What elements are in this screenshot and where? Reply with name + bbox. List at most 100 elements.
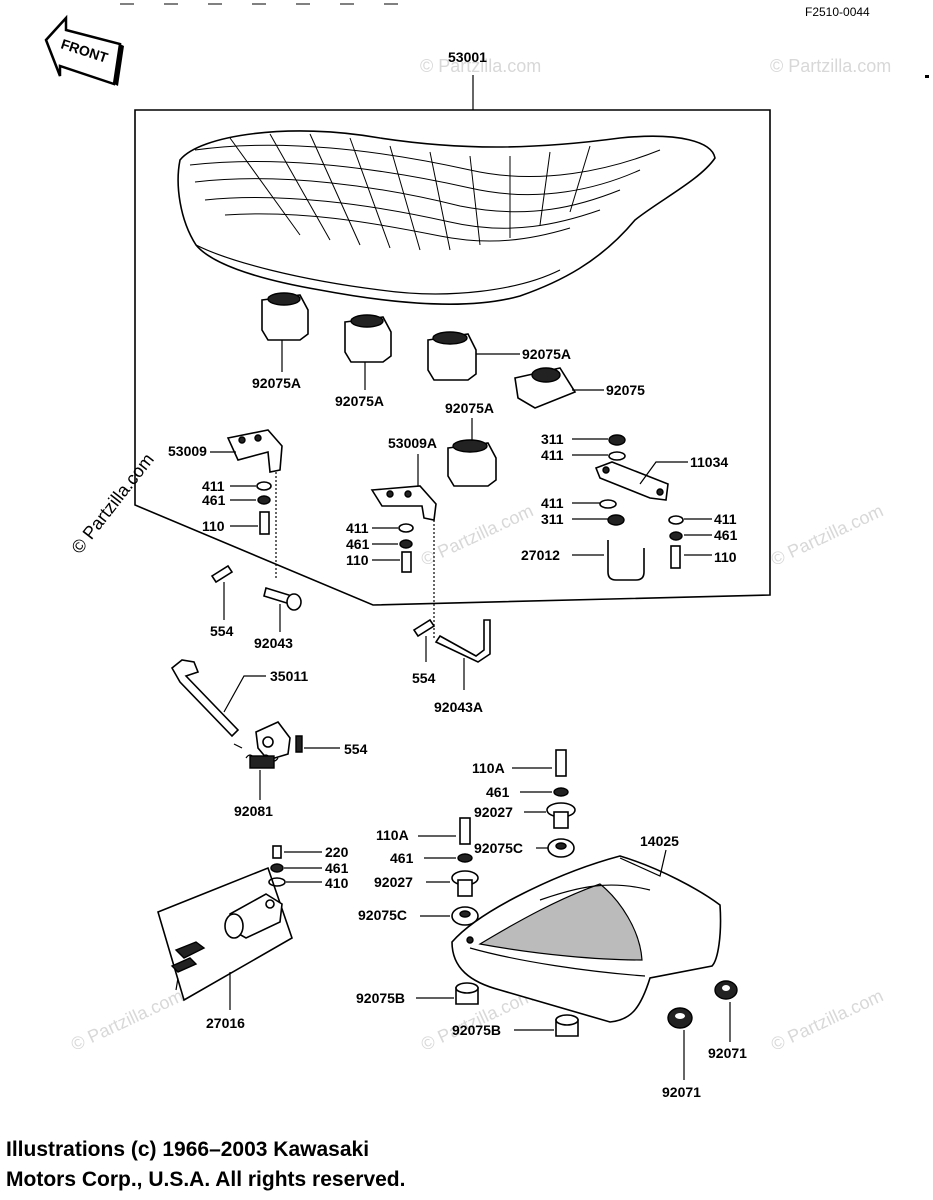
callout-14025: 14025 <box>640 833 679 849</box>
callout-554: 554 <box>344 741 368 757</box>
callout-461: 461 <box>714 527 738 543</box>
lock-washer-461 <box>669 531 683 541</box>
key-lock-frame <box>157 866 293 1002</box>
cap-92071 <box>667 1007 693 1029</box>
washer-411 <box>398 523 414 533</box>
nut-311 <box>608 434 626 446</box>
watermark-text: © Partzilla.com <box>420 56 541 76</box>
leader-line <box>639 461 688 485</box>
callout-410: 410 <box>325 875 349 891</box>
callout-92075A: 92075A <box>252 375 301 391</box>
u-bolt-27012 <box>607 540 645 581</box>
bolt-110 <box>401 551 412 573</box>
bracket-11034 <box>594 461 669 501</box>
damper-92075A <box>261 292 309 341</box>
callout-110: 110 <box>202 518 225 534</box>
washer-411 <box>599 499 617 509</box>
callout-92075A: 92075A <box>335 393 384 409</box>
callout-92075C: 92075C <box>358 907 407 923</box>
copyright-line: Motors Corp., U.S.A. All rights reserved… <box>6 1168 406 1191</box>
bolt-110A <box>459 817 471 845</box>
callout-461: 461 <box>486 784 510 800</box>
grommet-92075B <box>555 1014 579 1037</box>
tail-cover-14025 <box>451 855 722 1023</box>
spring-92081 <box>245 754 279 769</box>
cap-92071 <box>714 980 738 1000</box>
callout-110: 110 <box>346 552 369 568</box>
damper-92075C-hole <box>555 842 567 850</box>
callout-411: 411 <box>346 520 369 536</box>
callout-92071: 92071 <box>662 1084 701 1100</box>
screw-220 <box>272 845 282 859</box>
callout-53009: 53009 <box>168 443 207 459</box>
callout-53009A: 53009A <box>388 435 437 451</box>
lock-washer-461 <box>457 853 473 863</box>
callout-220: 220 <box>325 844 349 860</box>
pin-92043 <box>263 586 302 611</box>
diagram-code: F2510-0044 <box>805 5 870 19</box>
watermark-text: © Partzilla.com <box>67 450 157 558</box>
callout-554: 554 <box>210 623 234 639</box>
callout-311: 311 <box>541 431 564 447</box>
callout-110A: 110A <box>376 827 409 843</box>
lock-washer-461 <box>270 863 284 873</box>
callout-411: 411 <box>202 478 225 494</box>
callout-92075B: 92075B <box>452 1022 501 1038</box>
clip-554 <box>412 618 436 638</box>
edge-mark <box>925 75 929 78</box>
exploded-parts-diagram: © Partzilla.com © Partzilla.com © Partzi… <box>44 3 929 1100</box>
callout-311: 311 <box>541 511 564 527</box>
callout-11034: 11034 <box>690 454 728 470</box>
grommet-92075B <box>455 982 479 1005</box>
pin-92043A <box>434 619 491 663</box>
callout-110: 110 <box>714 549 737 565</box>
bracket-53009 <box>226 429 283 473</box>
callout-92075A: 92075A <box>445 400 494 416</box>
copyright-notice: Illustrations (c) 1966–2003 Kawasaki Mot… <box>6 1135 405 1195</box>
callout-92071: 92071 <box>708 1045 747 1061</box>
bolt-110 <box>259 511 270 535</box>
callout-92081: 92081 <box>234 803 273 819</box>
callout-92027: 92027 <box>474 804 513 820</box>
lock-washer-461 <box>399 539 413 549</box>
collar-92027-shaft <box>457 879 473 897</box>
nut-311 <box>607 514 625 526</box>
callout-92075A: 92075A <box>522 346 571 362</box>
callout-92043: 92043 <box>254 635 293 651</box>
callout-27016: 27016 <box>206 1015 245 1031</box>
copyright-line: Illustrations (c) 1966–2003 Kawasaki <box>6 1138 370 1161</box>
watermark-text: © Partzilla.com <box>768 985 886 1054</box>
seat-53001 <box>177 130 716 306</box>
collar-92027-shaft <box>553 811 569 829</box>
bracket-53009A <box>370 485 437 521</box>
bolt-110 <box>670 545 681 569</box>
watermark-text: © Partzilla.com <box>68 985 186 1054</box>
assembly-frame <box>134 109 771 606</box>
callout-411: 411 <box>541 447 564 463</box>
lock-washer-461 <box>553 787 569 797</box>
leader-line <box>223 675 266 713</box>
watermark-text: © Partzilla.com <box>770 56 891 76</box>
callout-461: 461 <box>390 850 414 866</box>
bolt-110A <box>555 749 567 777</box>
clip-554 <box>210 564 234 584</box>
damper-92075A <box>447 439 497 487</box>
callout-554: 554 <box>412 670 436 686</box>
callout-110A: 110A <box>472 760 505 776</box>
callout-27012: 27012 <box>521 547 560 563</box>
watermark-text: © Partzilla.com <box>768 500 886 569</box>
washer-411 <box>256 481 272 491</box>
damper-92075A <box>344 314 392 363</box>
callout-92027: 92027 <box>374 874 413 890</box>
callout-92075B: 92075B <box>356 990 405 1006</box>
damper-92075A <box>427 331 477 381</box>
callout-411: 411 <box>541 495 564 511</box>
washer-411 <box>668 515 684 525</box>
lock-washer-461 <box>257 495 271 505</box>
damper-92075C-hole <box>459 910 471 918</box>
callout-461: 461 <box>202 492 226 508</box>
seat-lock-35011 <box>170 659 303 761</box>
leader-line <box>619 849 667 877</box>
callout-92043A: 92043A <box>434 699 483 715</box>
